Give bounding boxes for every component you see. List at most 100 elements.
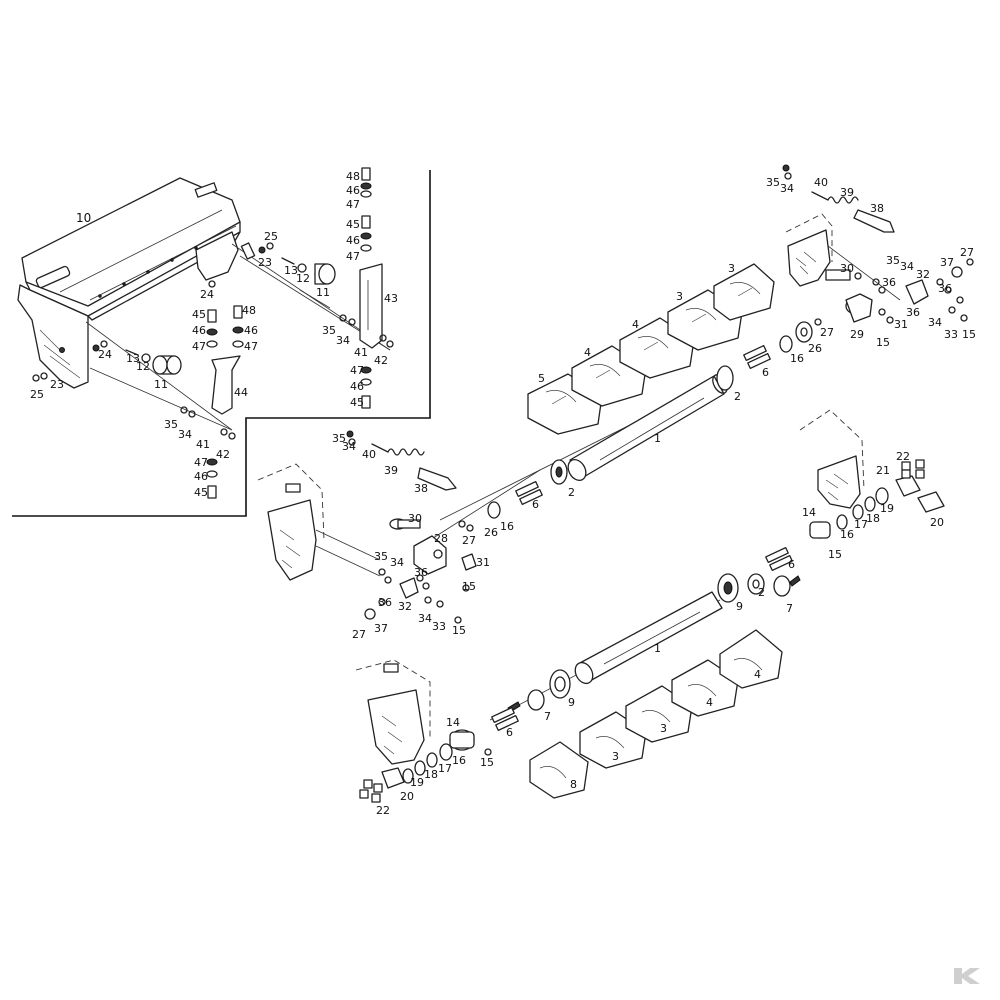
callout-26: 26 <box>484 526 498 539</box>
callout-36: 36 <box>906 306 920 319</box>
callout-27: 27 <box>352 628 366 641</box>
side-plate-upper-right <box>785 213 974 324</box>
fastener-stack-lower <box>180 305 244 499</box>
callout-40: 40 <box>362 448 376 461</box>
callout-4: 4 <box>632 318 639 331</box>
callout-11: 11 <box>316 286 330 299</box>
callout-26: 26 <box>808 342 822 355</box>
callout-36: 36 <box>414 566 428 579</box>
callout-33: 33 <box>944 328 958 341</box>
callout-7: 7 <box>786 602 793 615</box>
callout-45: 45 <box>192 308 206 321</box>
callout-8: 8 <box>570 778 577 791</box>
callout-34: 34 <box>900 260 914 273</box>
callout-27: 27 <box>820 326 834 339</box>
callout-16: 16 <box>840 528 854 541</box>
callout-15: 15 <box>462 580 476 593</box>
callout-13: 13 <box>126 352 140 365</box>
callout-46: 46 <box>350 380 364 393</box>
callout-31: 31 <box>894 318 908 331</box>
callout-48: 48 <box>242 304 256 317</box>
callout-11: 11 <box>154 378 168 391</box>
callout-20: 20 <box>930 516 944 529</box>
callout-22: 22 <box>376 804 390 817</box>
callout-6: 6 <box>762 366 769 379</box>
lower-shaft-hardware <box>491 546 801 732</box>
callout-46: 46 <box>244 324 258 337</box>
callout-42: 42 <box>374 354 388 367</box>
callout-15: 15 <box>828 548 842 561</box>
callout-35: 35 <box>322 324 336 337</box>
callout-10: 10 <box>76 211 91 225</box>
callout-14: 14 <box>446 716 460 729</box>
callout-47: 47 <box>194 456 208 469</box>
callout-34: 34 <box>336 334 350 347</box>
upper-shaft-hardware <box>458 318 822 532</box>
callout-2: 2 <box>734 390 741 403</box>
callout-3: 3 <box>676 290 683 303</box>
callout-34: 34 <box>780 182 794 195</box>
callout-25: 25 <box>264 230 278 243</box>
callout-47: 47 <box>346 198 360 211</box>
callout-36: 36 <box>938 282 952 295</box>
callout-23: 23 <box>258 256 272 269</box>
callout-27: 27 <box>462 534 476 547</box>
callout-12: 12 <box>136 360 150 373</box>
callout-32: 32 <box>398 600 412 613</box>
side-plate-middle-right <box>799 409 945 539</box>
callout-34: 34 <box>390 556 404 569</box>
callout-33: 33 <box>432 620 446 633</box>
callout-28: 28 <box>434 532 448 545</box>
callout-18: 18 <box>424 768 438 781</box>
callout-41: 41 <box>354 346 368 359</box>
callout-3: 3 <box>612 750 619 763</box>
callout-3: 3 <box>660 722 667 735</box>
callout-3: 3 <box>728 262 735 275</box>
callout-42: 42 <box>216 448 230 461</box>
callout-38: 38 <box>870 202 884 215</box>
callout-labels: 10 25 23 13 12 11 24 24 13 12 11 23 25 4… <box>30 170 976 817</box>
callout-6: 6 <box>506 726 513 739</box>
callout-19: 19 <box>410 776 424 789</box>
callout-48: 48 <box>346 170 360 183</box>
callout-22: 22 <box>896 450 910 463</box>
callout-29: 29 <box>850 328 864 341</box>
side-plate-middle-left <box>257 463 477 624</box>
callout-12: 12 <box>296 272 310 285</box>
callout-20: 20 <box>400 790 414 803</box>
callout-17: 17 <box>854 518 868 531</box>
callout-13: 13 <box>284 264 298 277</box>
callout-41: 41 <box>196 438 210 451</box>
callout-9: 9 <box>736 600 743 613</box>
callout-23: 23 <box>50 378 64 391</box>
bearing-group-upper <box>208 242 336 288</box>
callout-15: 15 <box>876 336 890 349</box>
callout-24: 24 <box>200 288 214 301</box>
callout-36: 36 <box>882 276 896 289</box>
callout-39: 39 <box>840 186 854 199</box>
spring-assembly-right <box>782 164 895 233</box>
callout-15: 15 <box>452 624 466 637</box>
callout-32: 32 <box>916 268 930 281</box>
callout-35: 35 <box>164 418 178 431</box>
callout-34: 34 <box>418 612 432 625</box>
callout-14: 14 <box>802 506 816 519</box>
callout-16: 16 <box>500 520 514 533</box>
callout-35: 35 <box>886 254 900 267</box>
callout-6: 6 <box>532 498 539 511</box>
callout-34: 34 <box>178 428 192 441</box>
callout-17: 17 <box>438 762 452 775</box>
fastener-stack-upper <box>339 167 394 409</box>
callout-35: 35 <box>332 432 346 445</box>
callout-5: 5 <box>538 372 545 385</box>
callout-1: 1 <box>654 432 661 445</box>
callout-45: 45 <box>194 486 208 499</box>
callout-16: 16 <box>790 352 804 365</box>
callout-44: 44 <box>234 386 248 399</box>
upper-auger-segments <box>527 263 775 435</box>
callout-47: 47 <box>192 340 206 353</box>
callout-31: 31 <box>476 556 490 569</box>
callout-35: 35 <box>766 176 780 189</box>
callout-30: 30 <box>408 512 422 525</box>
